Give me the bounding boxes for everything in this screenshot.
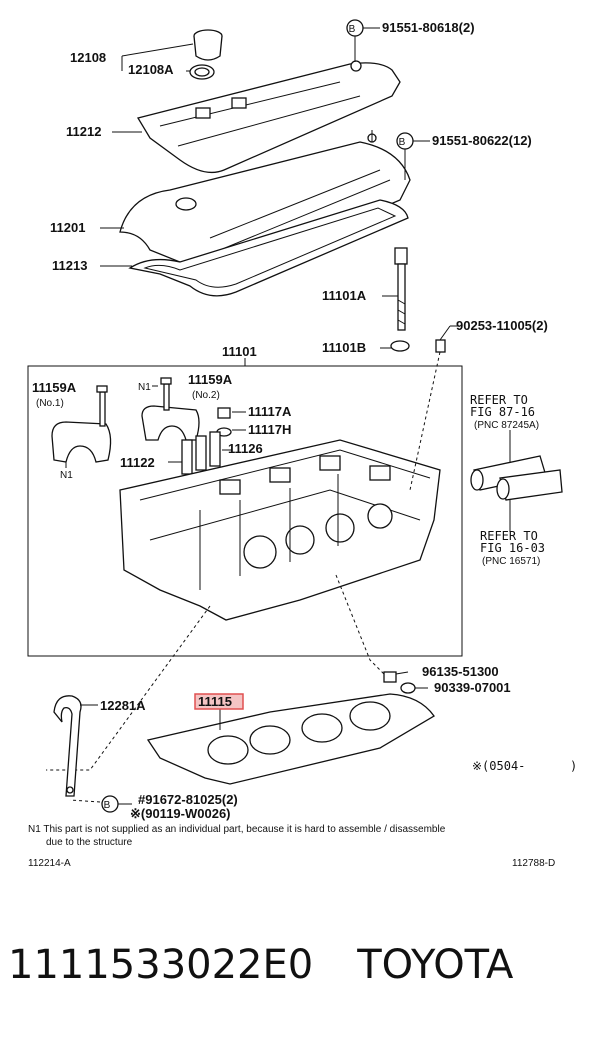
engine-hanger (53, 695, 82, 797)
label-90253-11005: 90253-11005(2) (456, 318, 548, 333)
bearing-cap-2 (141, 377, 200, 441)
label-12108a: 12108A (128, 62, 174, 77)
highlight-11115 (194, 693, 244, 710)
label-11159a-no2: 11159A (188, 372, 233, 387)
label-11115: 11115 (198, 694, 232, 709)
head-cover-upper (136, 60, 401, 174)
head-bolt (394, 247, 408, 331)
label-90119-w0026: ※(90119-W0026) (130, 806, 231, 821)
label-11101: 11101 (222, 344, 257, 359)
refer-2-line1: REFER TO (480, 529, 538, 543)
label-91672-81025: #91672-81025(2) (138, 792, 238, 807)
note-line1: N1 This part is not supplied as an indiv… (28, 824, 446, 835)
parts-diagram: 12108 12108A B 91551-80618(2) 11212 B 91… (27, 19, 577, 869)
label-0504: ※(0504- (472, 759, 525, 773)
footer-part-number: 1111533022E0 (8, 942, 314, 988)
label-12281a: 12281A (100, 698, 146, 713)
b-marker-3: B (104, 800, 111, 811)
refer-2-line3: (PNC 16571) (482, 556, 540, 567)
label-12108: 12108 (70, 50, 106, 65)
cylinder-head (119, 439, 441, 621)
label-91551-80622: 91551-80622(12) (432, 133, 532, 148)
footer-brand: TOYOTA (357, 942, 514, 988)
refer-2-line2: FIG 16-03 (480, 541, 545, 555)
label-96135-51300: 96135-51300 (422, 664, 499, 679)
label-11117a: 11117A (248, 404, 292, 419)
footer-caption: 1111533022E0 TOYOTA (8, 942, 598, 988)
head-cover-main (119, 130, 411, 276)
label-n1-a: N1 (138, 382, 151, 393)
refer-1-line3: (PNC 87245A) (474, 420, 539, 431)
label-no1: (No.1) (36, 398, 64, 409)
b-marker-2: B (399, 137, 406, 148)
refer-1-line2: FIG 87-16 (470, 405, 535, 419)
note-line2: due to the structure (46, 837, 133, 848)
code-right: 112788-D (512, 858, 555, 869)
label-n1-b: N1 (60, 470, 73, 481)
bearing-cap-1 (51, 385, 112, 463)
label-11101a: 11101A (322, 288, 367, 303)
label-no2: (No.2) (192, 390, 220, 401)
b-marker-1: B (349, 24, 356, 35)
label-0504-close: ) (570, 759, 577, 773)
oil-filler-cap (189, 29, 223, 80)
label-11159a-no1: 11159A (32, 380, 77, 395)
head-cover-gasket (128, 199, 409, 297)
water-bypass-pipe (470, 455, 563, 501)
label-90339-07001: 90339-07001 (434, 680, 511, 695)
label-11122: 11122 (120, 455, 155, 470)
label-11126: 11126 (228, 441, 263, 456)
code-left: 112214-A (28, 858, 71, 869)
label-91551-80618: 91551-80618(2) (382, 20, 475, 35)
label-11101b: 11101B (322, 340, 366, 355)
label-11212: 11212 (66, 124, 101, 139)
label-11213: 11213 (52, 258, 87, 273)
refer-1-line1: REFER TO (470, 393, 528, 407)
head-gasket (146, 693, 435, 785)
label-11117h: 11117H (248, 422, 291, 437)
label-11201: 11201 (50, 220, 85, 235)
